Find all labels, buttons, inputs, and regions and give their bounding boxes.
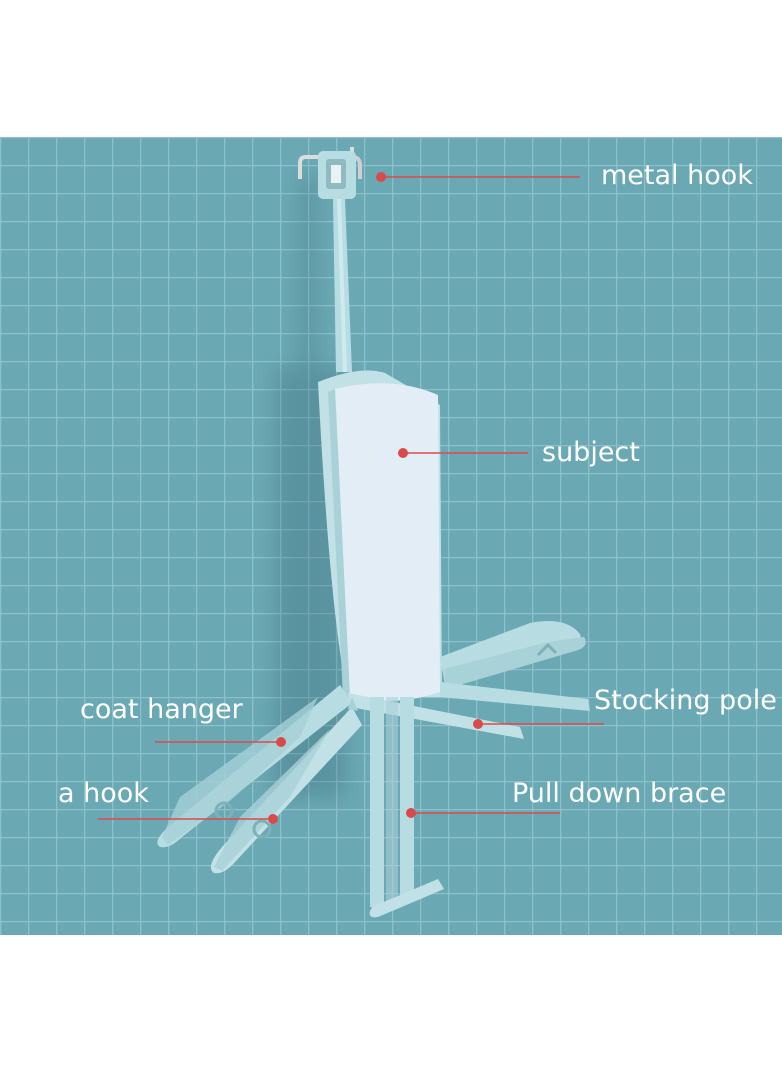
coat-hanger-left: [157, 685, 352, 848]
label-stocking-pole: Stocking pole: [594, 685, 777, 716]
marker-dot-coat-hanger: [276, 737, 286, 747]
marker-dot-subject: [398, 448, 408, 458]
label-pull-down-brace: Pull down brace: [512, 778, 727, 809]
label-a-hook: a hook: [58, 778, 149, 809]
metal-hook-part: [298, 147, 362, 199]
marker-dot-pull-down-brace: [406, 808, 416, 818]
pull-down-brace-part: [369, 697, 444, 918]
marker-dot-metal-hook: [376, 172, 386, 182]
coat-hanger-right: [440, 621, 586, 689]
label-subject: subject: [542, 437, 640, 468]
product-illustration: [0, 137, 782, 935]
label-coat-hanger: coat hanger: [80, 694, 243, 725]
diagram-panel: metal hook subject coat hanger Stocking …: [0, 137, 782, 935]
coat-hanger-left-front: [210, 707, 362, 874]
main-body: [318, 370, 442, 701]
label-metal-hook: metal hook: [601, 160, 753, 191]
marker-dot-a-hook: [268, 814, 278, 824]
leader-lines: [98, 172, 604, 824]
marker-dot-stocking-pole: [473, 719, 483, 729]
